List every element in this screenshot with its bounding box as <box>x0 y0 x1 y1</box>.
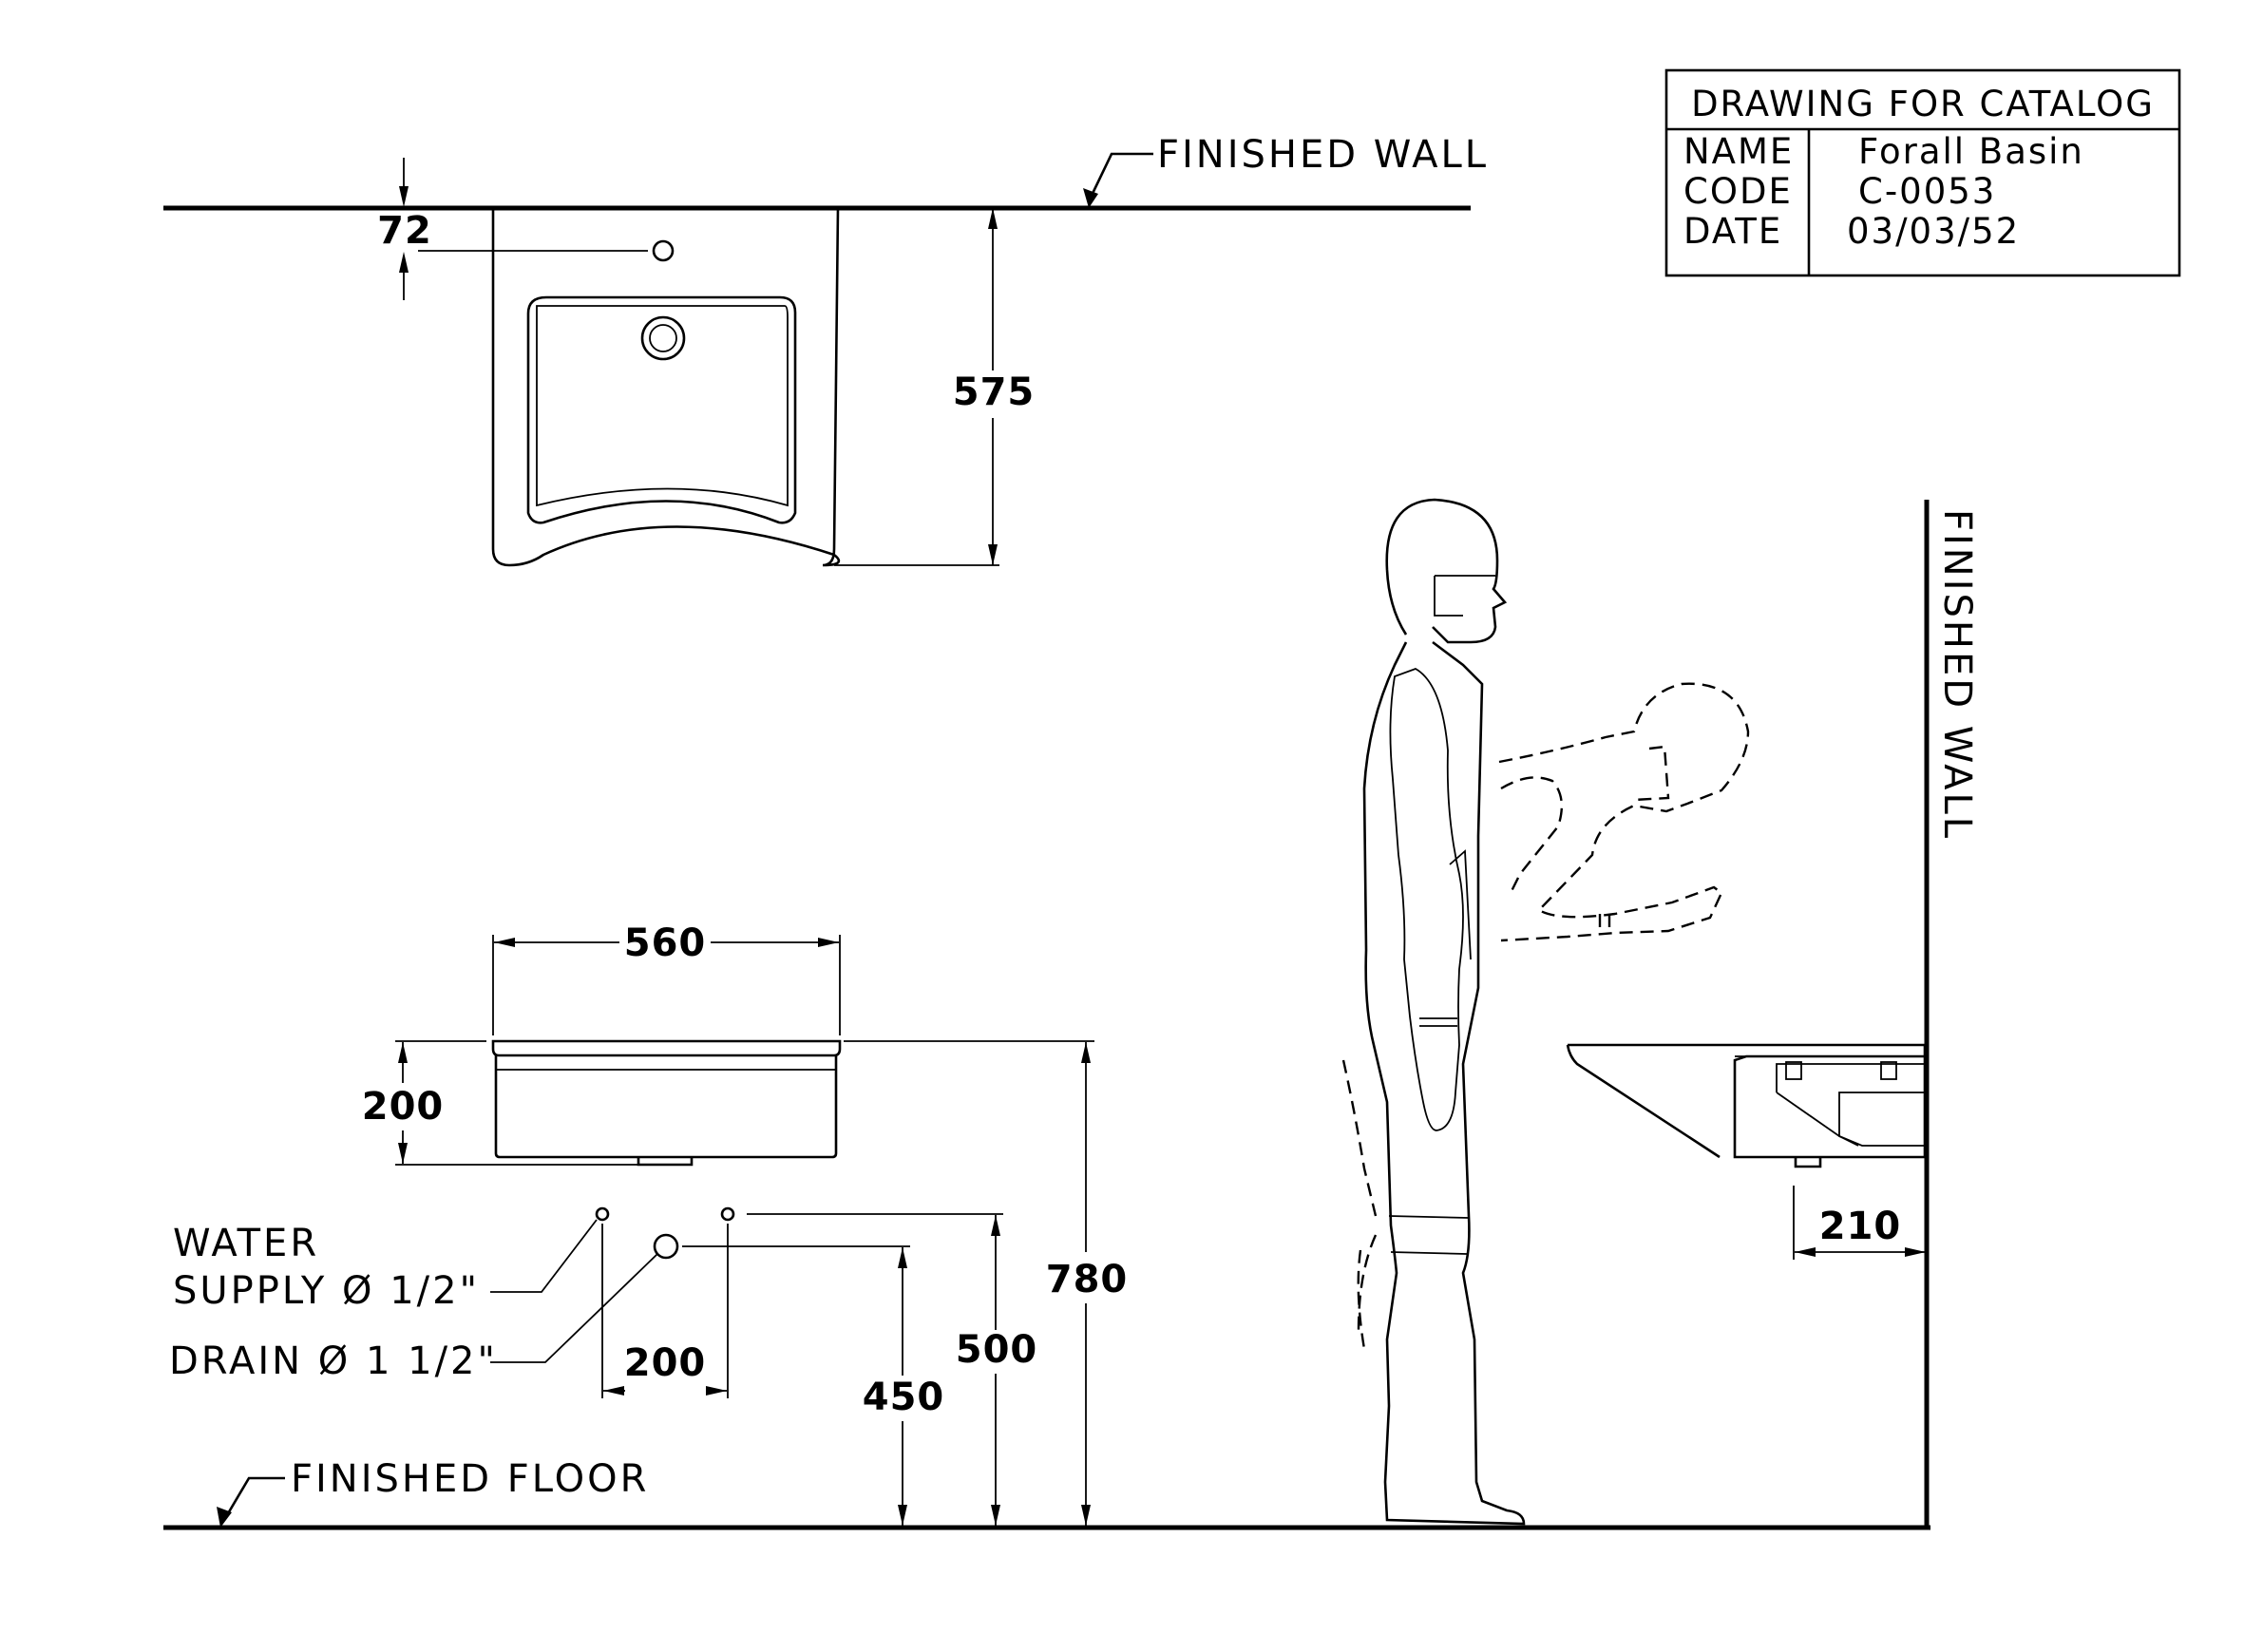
front-elevation: 560 200 780 500 450 <box>169 921 1129 1526</box>
drain-point <box>653 1233 679 1260</box>
dim-rim-height: 780 <box>1046 1258 1129 1301</box>
title-block-code-value: C-0053 <box>1858 171 1996 212</box>
water-supply-label-line1: WATER <box>173 1222 319 1265</box>
title-block-date-value: 03/03/52 <box>1847 211 2020 252</box>
water-supply-label-line2: SUPPLY Ø 1/2" <box>173 1269 480 1313</box>
dim-supply-spacing: 200 <box>624 1341 707 1385</box>
title-block-code-label: CODE <box>1683 171 1793 212</box>
title-block-date-label: DATE <box>1683 211 1782 252</box>
dim-tap-hole-offset: 72 <box>377 209 432 253</box>
standing-figure <box>1341 498 1750 1526</box>
dim-basin-depth: 575 <box>953 370 1036 414</box>
bending-figure-dashed <box>1341 682 1750 1350</box>
dim-basin-height: 200 <box>362 1085 445 1129</box>
water-supply-right <box>720 1206 735 1222</box>
dim-basin-width: 560 <box>624 921 707 965</box>
finished-floor-label: FINISHED FLOOR <box>291 1457 649 1501</box>
plan-view: FINISHED WALL 72 575 <box>163 133 1489 567</box>
title-block: DRAWING FOR CATALOG NAME Forall Basin CO… <box>1664 68 2181 277</box>
floor: FINISHED FLOOR <box>163 1457 1930 1530</box>
dim-side-clearance: 210 <box>1819 1205 1902 1248</box>
water-supply-left <box>595 1206 610 1222</box>
drain-label: DRAIN Ø 1 1/2" <box>169 1339 498 1383</box>
side-view: FINISHED WALL 210 <box>1341 498 1979 1529</box>
dim-drain-height: 450 <box>863 1376 945 1419</box>
dim-supply-height: 500 <box>956 1328 1038 1372</box>
title-block-name-label: NAME <box>1683 131 1794 172</box>
finished-wall-label-top: FINISHED WALL <box>1157 133 1489 177</box>
finished-wall-label-right: FINISHED WALL <box>1935 509 1979 841</box>
title-block-heading: DRAWING FOR CATALOG <box>1691 84 2155 124</box>
title-block-name-value: Forall Basin <box>1858 131 2084 172</box>
